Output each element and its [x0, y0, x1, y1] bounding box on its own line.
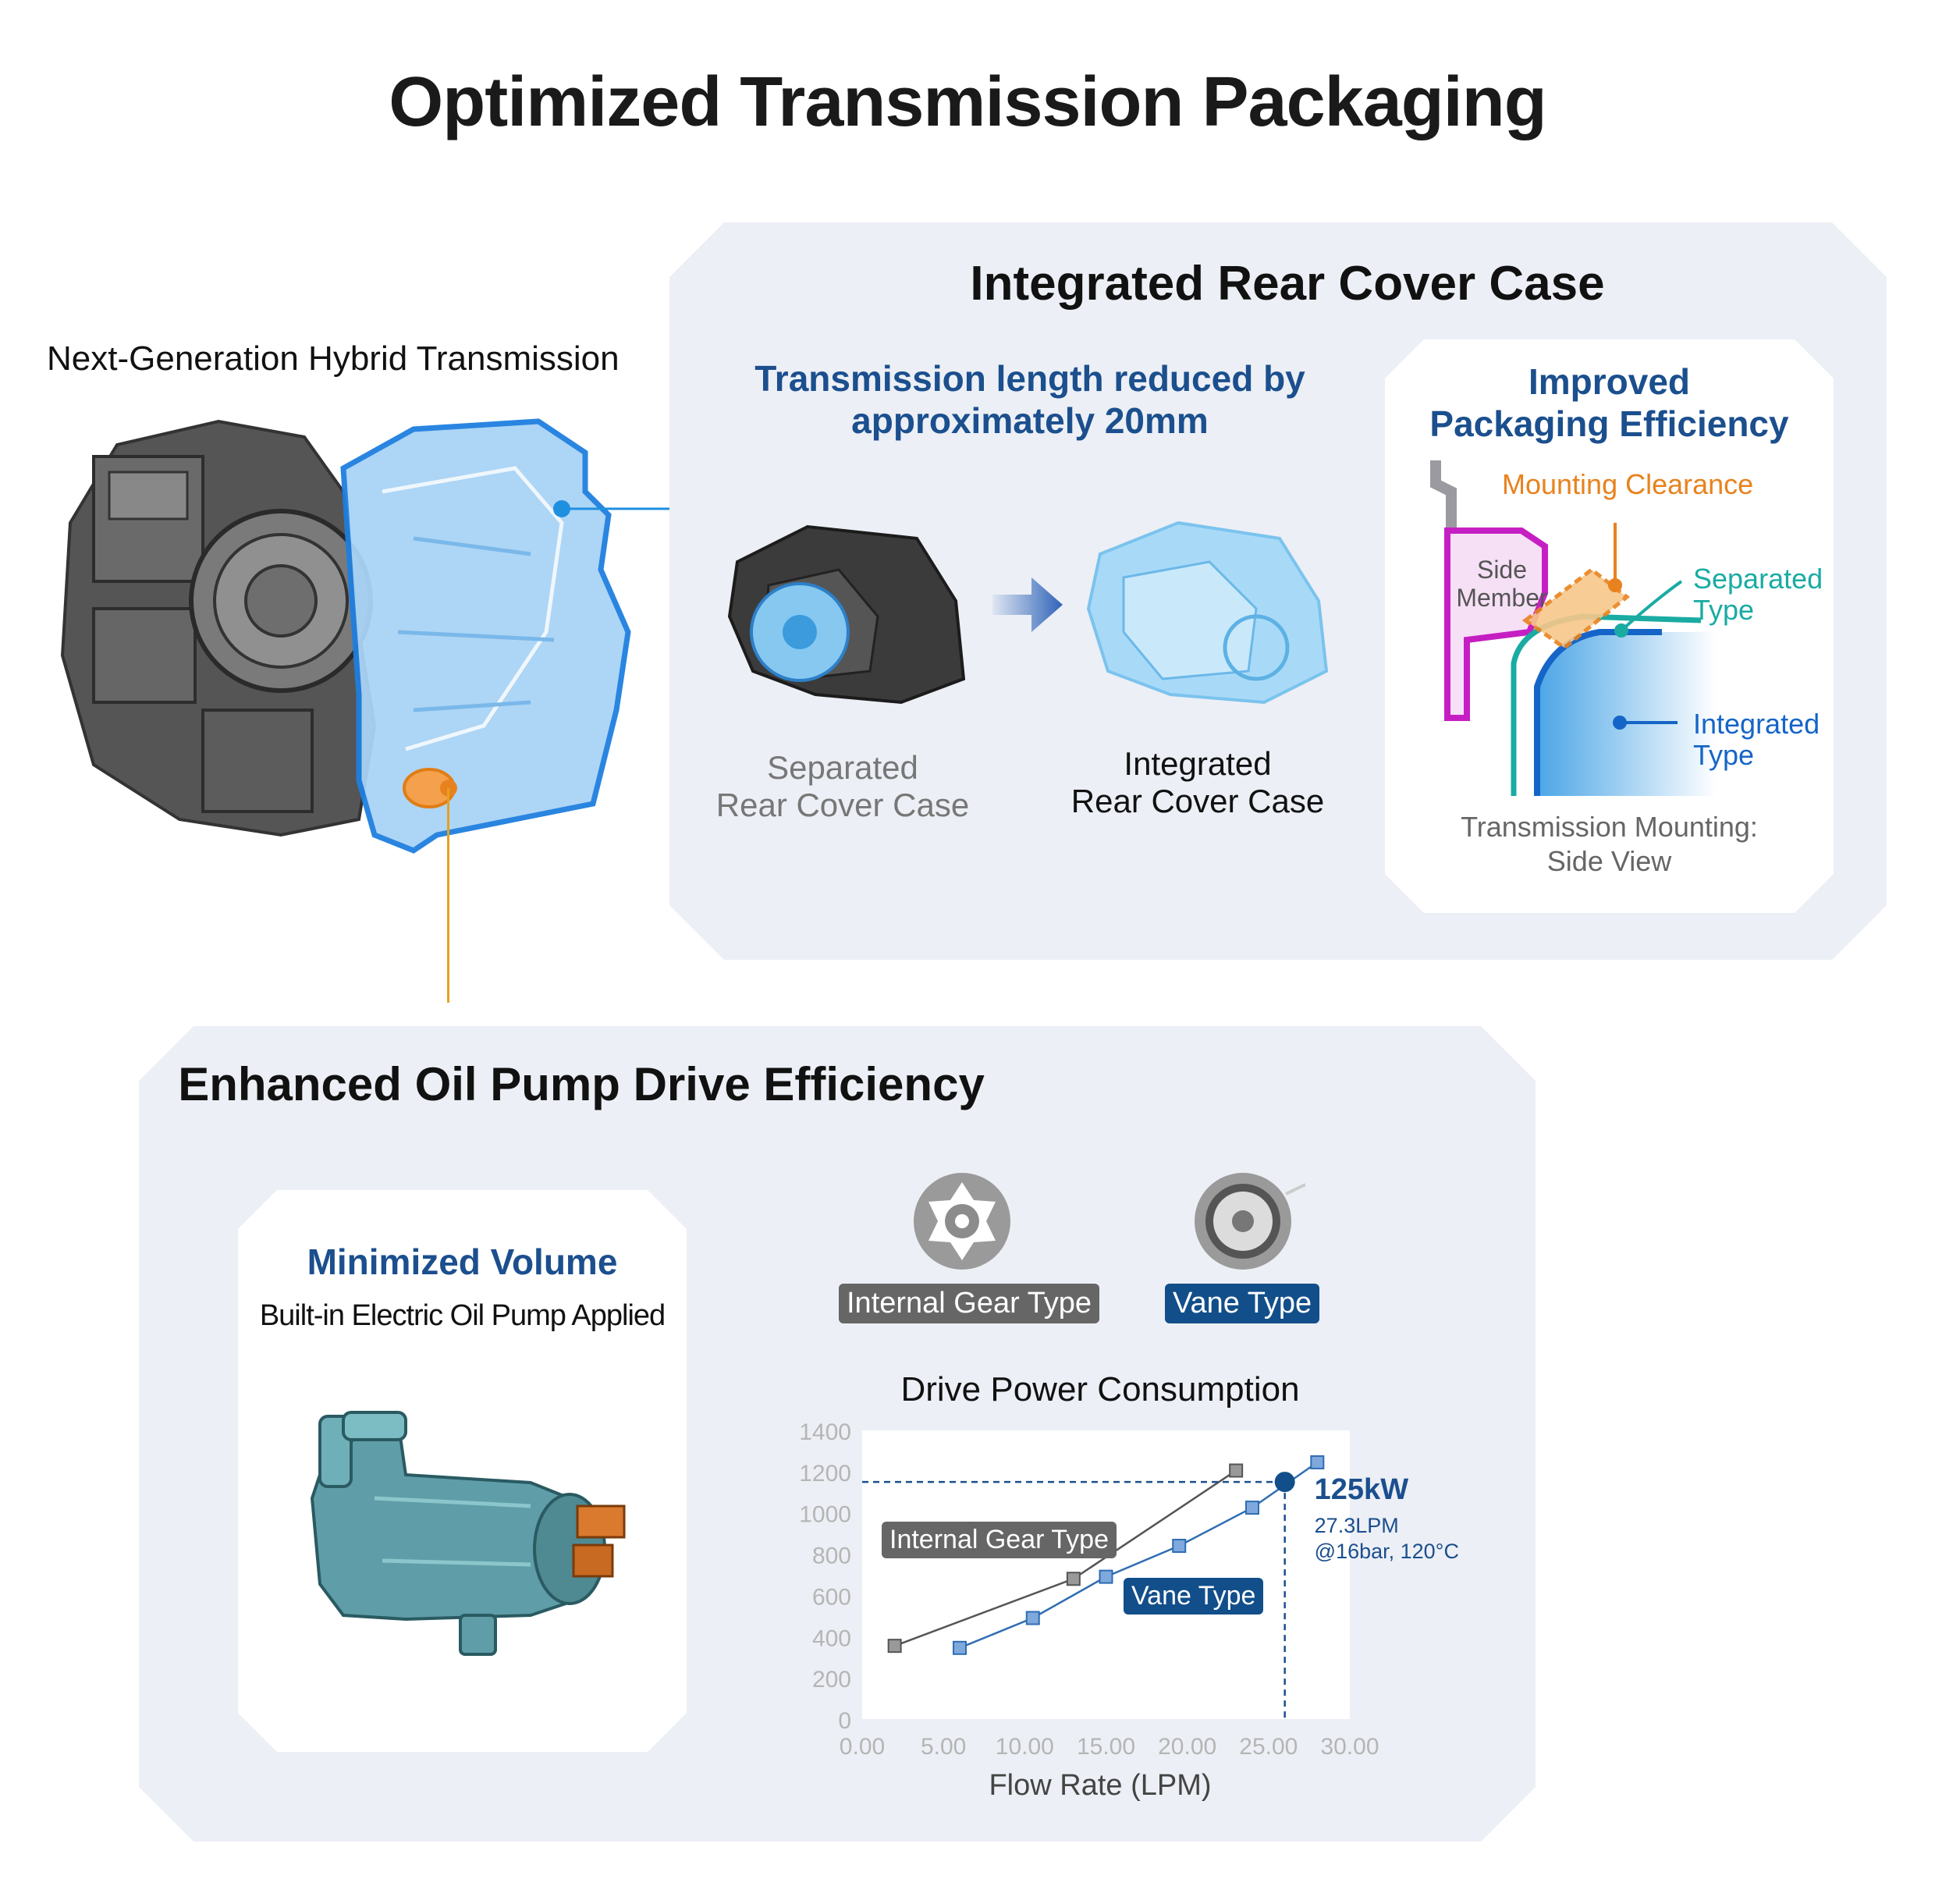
side-member-line1: Side: [1476, 556, 1528, 584]
separated-case-line1: Separated: [767, 749, 918, 786]
side-member-label: Side Member: [1447, 556, 1557, 612]
series-line-1: [959, 1461, 1319, 1649]
integrated-type-line1: Integrated: [1693, 708, 1820, 740]
minimized-volume-heading: Minimized Volume: [307, 1242, 618, 1282]
copper-terminal-2: [572, 1543, 614, 1578]
side-member-line2: Member: [1456, 584, 1548, 612]
arrow-right-icon: [992, 577, 1063, 632]
integrated-rear-case-illustration: [1086, 520, 1329, 705]
x-axis-label: Flow Rate (LPM): [989, 1769, 1211, 1802]
vane-series-label: Vane Type: [1124, 1578, 1264, 1614]
chart-annotation: 125kW 27.3LPM @16bar, 120°C: [862, 1472, 1459, 1719]
integrated-type-label: Integrated Type: [1693, 709, 1820, 771]
rear-cover-heading: Integrated Rear Cover Case: [970, 257, 1605, 311]
copper-terminal-1: [576, 1504, 626, 1539]
x-tick-label: 25.00: [1239, 1734, 1298, 1760]
x-tick-label: 10.00: [996, 1734, 1054, 1760]
length-reduction-line2: approximately 20mm: [851, 400, 1209, 441]
internal-gear-series-label: Internal Gear Type: [882, 1522, 1117, 1558]
annotation-point: [1274, 1472, 1295, 1493]
packaging-heading-line1: Improved: [1528, 361, 1691, 402]
series-point-0: [887, 1639, 902, 1654]
oil-pump-heading: Enhanced Oil Pump Drive Efficiency: [178, 1058, 985, 1110]
internal-gear-tag: Internal Gear Type: [839, 1284, 1100, 1323]
series-point-0: [1229, 1463, 1244, 1478]
mounting-clearance-label: Mounting Clearance: [1502, 468, 1754, 500]
series-point-1: [1172, 1539, 1187, 1553]
vane-type-icon: [1195, 1173, 1306, 1270]
x-tick-label: 20.00: [1158, 1734, 1216, 1760]
y-tick-label: 1400: [799, 1419, 851, 1445]
internal-gear-icon: [914, 1173, 1010, 1270]
minimized-volume-card: [238, 1190, 687, 1752]
integrated-type-line2: Type: [1693, 739, 1755, 771]
separated-type-line2: Type: [1693, 594, 1755, 626]
separated-case-label: Separated Rear Cover Case: [702, 749, 983, 824]
integrated-case-label: Integrated Rear Cover Case: [1057, 745, 1338, 820]
series-point-0: [1066, 1572, 1081, 1586]
integrated-case-line2: Rear Cover Case: [1070, 783, 1325, 819]
mounting-caption-line1: Transmission Mounting:: [1461, 811, 1758, 843]
mounting-clearance-shape: [1521, 567, 1631, 651]
series-point-1: [1025, 1611, 1040, 1625]
packaging-card-heading: Improved Packaging Efficiency: [1385, 361, 1834, 445]
x-tick-label: 5.00: [921, 1734, 966, 1760]
x-tick-label: 0.00: [840, 1734, 885, 1760]
mounting-side-view-diagram: [1430, 460, 1717, 796]
y-axis-ticks: 0 200 400 600 800 1000 1200 1400: [799, 1419, 851, 1734]
series-point-1: [1099, 1569, 1113, 1584]
y-tick-label: 1000: [799, 1502, 851, 1528]
electric-oil-pump-illustration: [310, 1411, 626, 1656]
separated-rear-case-illustration: [727, 524, 966, 705]
y-tick-label: 600: [812, 1584, 851, 1610]
separated-case-line2: Rear Cover Case: [715, 787, 970, 823]
drive-power-chart: Drive Power Consumption 0 200 400 600 800 100…: [799, 1370, 1459, 1802]
separated-type-line1: Separated: [1693, 563, 1823, 595]
y-tick-label: 0: [838, 1708, 851, 1734]
series-point-1: [1245, 1501, 1259, 1515]
series-point-1: [953, 1640, 967, 1655]
packaging-heading-line2: Packaging Efficiency: [1429, 403, 1789, 444]
mounting-caption-line2: Side View: [1546, 845, 1672, 877]
series-point-1: [1310, 1455, 1325, 1469]
integrated-case-line1: Integrated: [1124, 745, 1272, 782]
annotation-detail-1: 27.3LPM: [1315, 1514, 1399, 1537]
y-tick-label: 400: [812, 1625, 851, 1651]
annotation-detail-2: @16bar, 120°C: [1315, 1540, 1459, 1563]
integrated-type-shape: [1537, 632, 1717, 796]
hybrid-transmission-illustration: [60, 418, 671, 854]
mounting-caption: Transmission Mounting: Side View: [1385, 810, 1834, 879]
chart-title: Drive Power Consumption: [900, 1370, 1299, 1408]
separated-type-label: Separated Type: [1693, 563, 1823, 626]
x-axis-ticks: 0.00 5.00 10.00 15.00 20.00 25.00 30.00: [840, 1734, 1379, 1760]
length-reduction-line1: Transmission length reduced by: [754, 358, 1305, 399]
y-tick-label: 200: [812, 1667, 851, 1693]
x-tick-label: 15.00: [1077, 1734, 1135, 1760]
transmission-label: Next-Generation Hybrid Transmission: [47, 339, 620, 378]
chart-series: [887, 1455, 1325, 1655]
minimized-volume-subtitle: Built-in Electric Oil Pump Applied: [259, 1299, 666, 1332]
side-member-outline: [1444, 528, 1548, 721]
page-title: Optimized Transmission Packaging: [389, 63, 1546, 141]
length-reduction-text: Transmission length reduced by approxima…: [687, 357, 1373, 442]
annotation-value: 125kW: [1315, 1473, 1409, 1506]
y-tick-label: 1200: [799, 1461, 851, 1487]
oil-pump-connector-line: [447, 788, 449, 1003]
y-tick-label: 800: [812, 1543, 851, 1569]
vane-type-tag: Vane Type: [1165, 1284, 1320, 1323]
x-tick-label: 30.00: [1320, 1734, 1379, 1760]
